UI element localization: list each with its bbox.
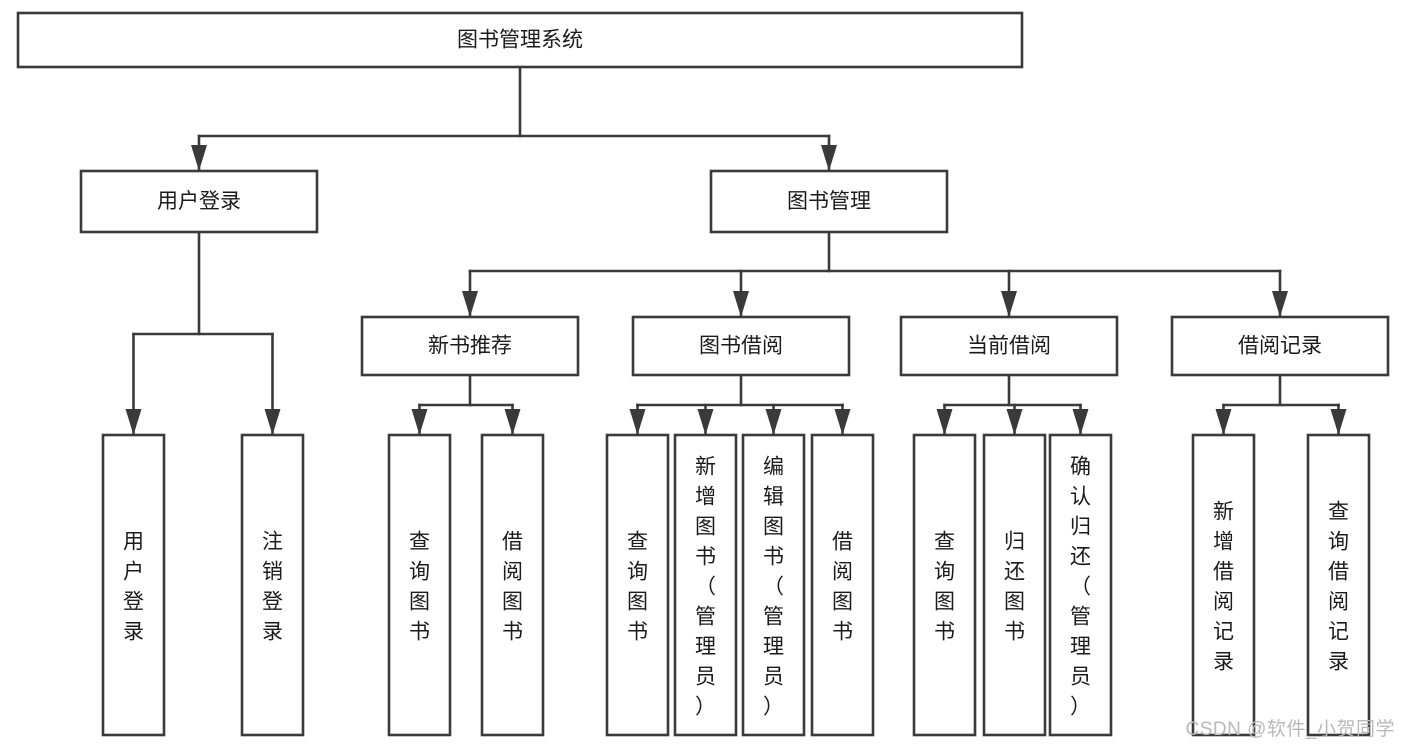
node-box-leaf-query-book-1[interactable] — [387, 433, 452, 737]
node-label-current-borrow: 当前借阅 — [967, 335, 1051, 358]
edge-group-book-borrow — [629, 373, 851, 435]
node-leaf-borrow-book-1[interactable]: 借阅图书 — [480, 433, 545, 737]
node-label-leaf-logout: 注销登录 — [262, 530, 283, 643]
node-box-leaf-user-login[interactable] — [101, 433, 166, 737]
node-label-leaf-borrow-book-1: 借阅图书 — [502, 530, 523, 643]
node-borrow-record[interactable]: 借阅记录 — [1170, 315, 1390, 377]
node-leaf-borrow-book-2[interactable]: 借阅图书 — [810, 433, 875, 737]
node-label-borrow-record: 借阅记录 — [1238, 335, 1322, 358]
node-leaf-query-book-3[interactable]: 查询图书 — [912, 433, 977, 737]
node-label-leaf-confirm-return: 确认归还（管理员） — [1070, 455, 1091, 718]
node-box-new-book-recommend[interactable] — [360, 315, 580, 377]
node-label-leaf-add-record: 新增借阅记录 — [1213, 500, 1234, 673]
node-current-borrow[interactable]: 当前借阅 — [899, 315, 1119, 377]
node-leaf-add-book[interactable]: 新增图书（管理员） — [673, 433, 738, 737]
node-label-user-login: 用户登录 — [157, 190, 241, 213]
node-label-book-manage: 图书管理 — [787, 190, 871, 213]
node-label-leaf-borrow-book-2: 借阅图书 — [832, 530, 853, 643]
node-box-leaf-query-book-2[interactable] — [605, 433, 670, 737]
node-book-borrow[interactable]: 图书借阅 — [631, 315, 851, 377]
edges-layer — [125, 65, 1347, 435]
node-box-leaf-edit-book[interactable] — [741, 433, 806, 737]
node-leaf-confirm-return[interactable]: 确认归还（管理员） — [1048, 433, 1113, 737]
node-label-leaf-add-book: 新增图书（管理员） — [695, 455, 716, 718]
nodes-layer: 图书管理系统用户登录图书管理新书推荐图书借阅当前借阅借阅记录用户登录注销登录查询… — [16, 11, 1390, 737]
node-box-leaf-borrow-book-1[interactable] — [480, 433, 545, 737]
node-box-leaf-logout[interactable] — [240, 433, 305, 737]
node-box-book-borrow[interactable] — [631, 315, 851, 377]
node-label-leaf-query-book-1: 查询图书 — [409, 530, 430, 643]
node-box-leaf-borrow-book-2[interactable] — [810, 433, 875, 737]
node-box-leaf-query-book-3[interactable] — [912, 433, 977, 737]
node-box-leaf-add-book[interactable] — [673, 433, 738, 737]
watermark-label: CSDN @软件_小贺同学 — [1185, 719, 1395, 740]
node-box-root[interactable] — [16, 11, 1024, 69]
node-leaf-query-record[interactable]: 查询借阅记录 — [1306, 433, 1371, 737]
edge-group-borrow-record — [1215, 373, 1347, 435]
node-box-leaf-add-record[interactable] — [1191, 433, 1256, 737]
edge-group-current-borrow — [936, 373, 1089, 435]
node-label-new-book-recommend: 新书推荐 — [428, 335, 512, 358]
node-box-user-login[interactable] — [79, 169, 319, 234]
node-label-leaf-query-book-3: 查询图书 — [934, 530, 955, 643]
node-box-leaf-return-book[interactable] — [982, 433, 1047, 737]
edge-group-new-book-recommend — [411, 373, 521, 435]
node-user-login[interactable]: 用户登录 — [79, 169, 319, 234]
node-label-book-borrow: 图书借阅 — [699, 335, 783, 358]
node-leaf-query-book-1[interactable]: 查询图书 — [387, 433, 452, 737]
node-box-leaf-confirm-return[interactable] — [1048, 433, 1113, 737]
node-leaf-user-login[interactable]: 用户登录 — [101, 433, 166, 737]
node-label-root: 图书管理系统 — [457, 29, 583, 52]
edge-group-root — [191, 65, 837, 171]
node-leaf-edit-book[interactable]: 编辑图书（管理员） — [741, 433, 806, 737]
node-root[interactable]: 图书管理系统 — [16, 11, 1024, 69]
node-new-book-recommend[interactable]: 新书推荐 — [360, 315, 580, 377]
node-label-leaf-user-login: 用户登录 — [123, 530, 144, 643]
edge-group-book-manage — [462, 230, 1288, 317]
node-leaf-query-book-2[interactable]: 查询图书 — [605, 433, 670, 737]
node-leaf-return-book[interactable]: 归还图书 — [982, 433, 1047, 737]
node-label-leaf-edit-book: 编辑图书（管理员） — [763, 455, 784, 718]
node-box-leaf-query-record[interactable] — [1306, 433, 1371, 737]
node-leaf-logout[interactable]: 注销登录 — [240, 433, 305, 737]
node-box-current-borrow[interactable] — [899, 315, 1119, 377]
node-book-manage[interactable]: 图书管理 — [709, 169, 949, 234]
node-box-borrow-record[interactable] — [1170, 315, 1390, 377]
edge-group-user-login — [125, 230, 281, 435]
node-label-leaf-return-book: 归还图书 — [1004, 530, 1025, 643]
node-leaf-add-record[interactable]: 新增借阅记录 — [1191, 433, 1256, 737]
node-box-book-manage[interactable] — [709, 169, 949, 234]
node-label-leaf-query-book-2: 查询图书 — [627, 530, 648, 643]
node-label-leaf-query-record: 查询借阅记录 — [1328, 500, 1349, 673]
